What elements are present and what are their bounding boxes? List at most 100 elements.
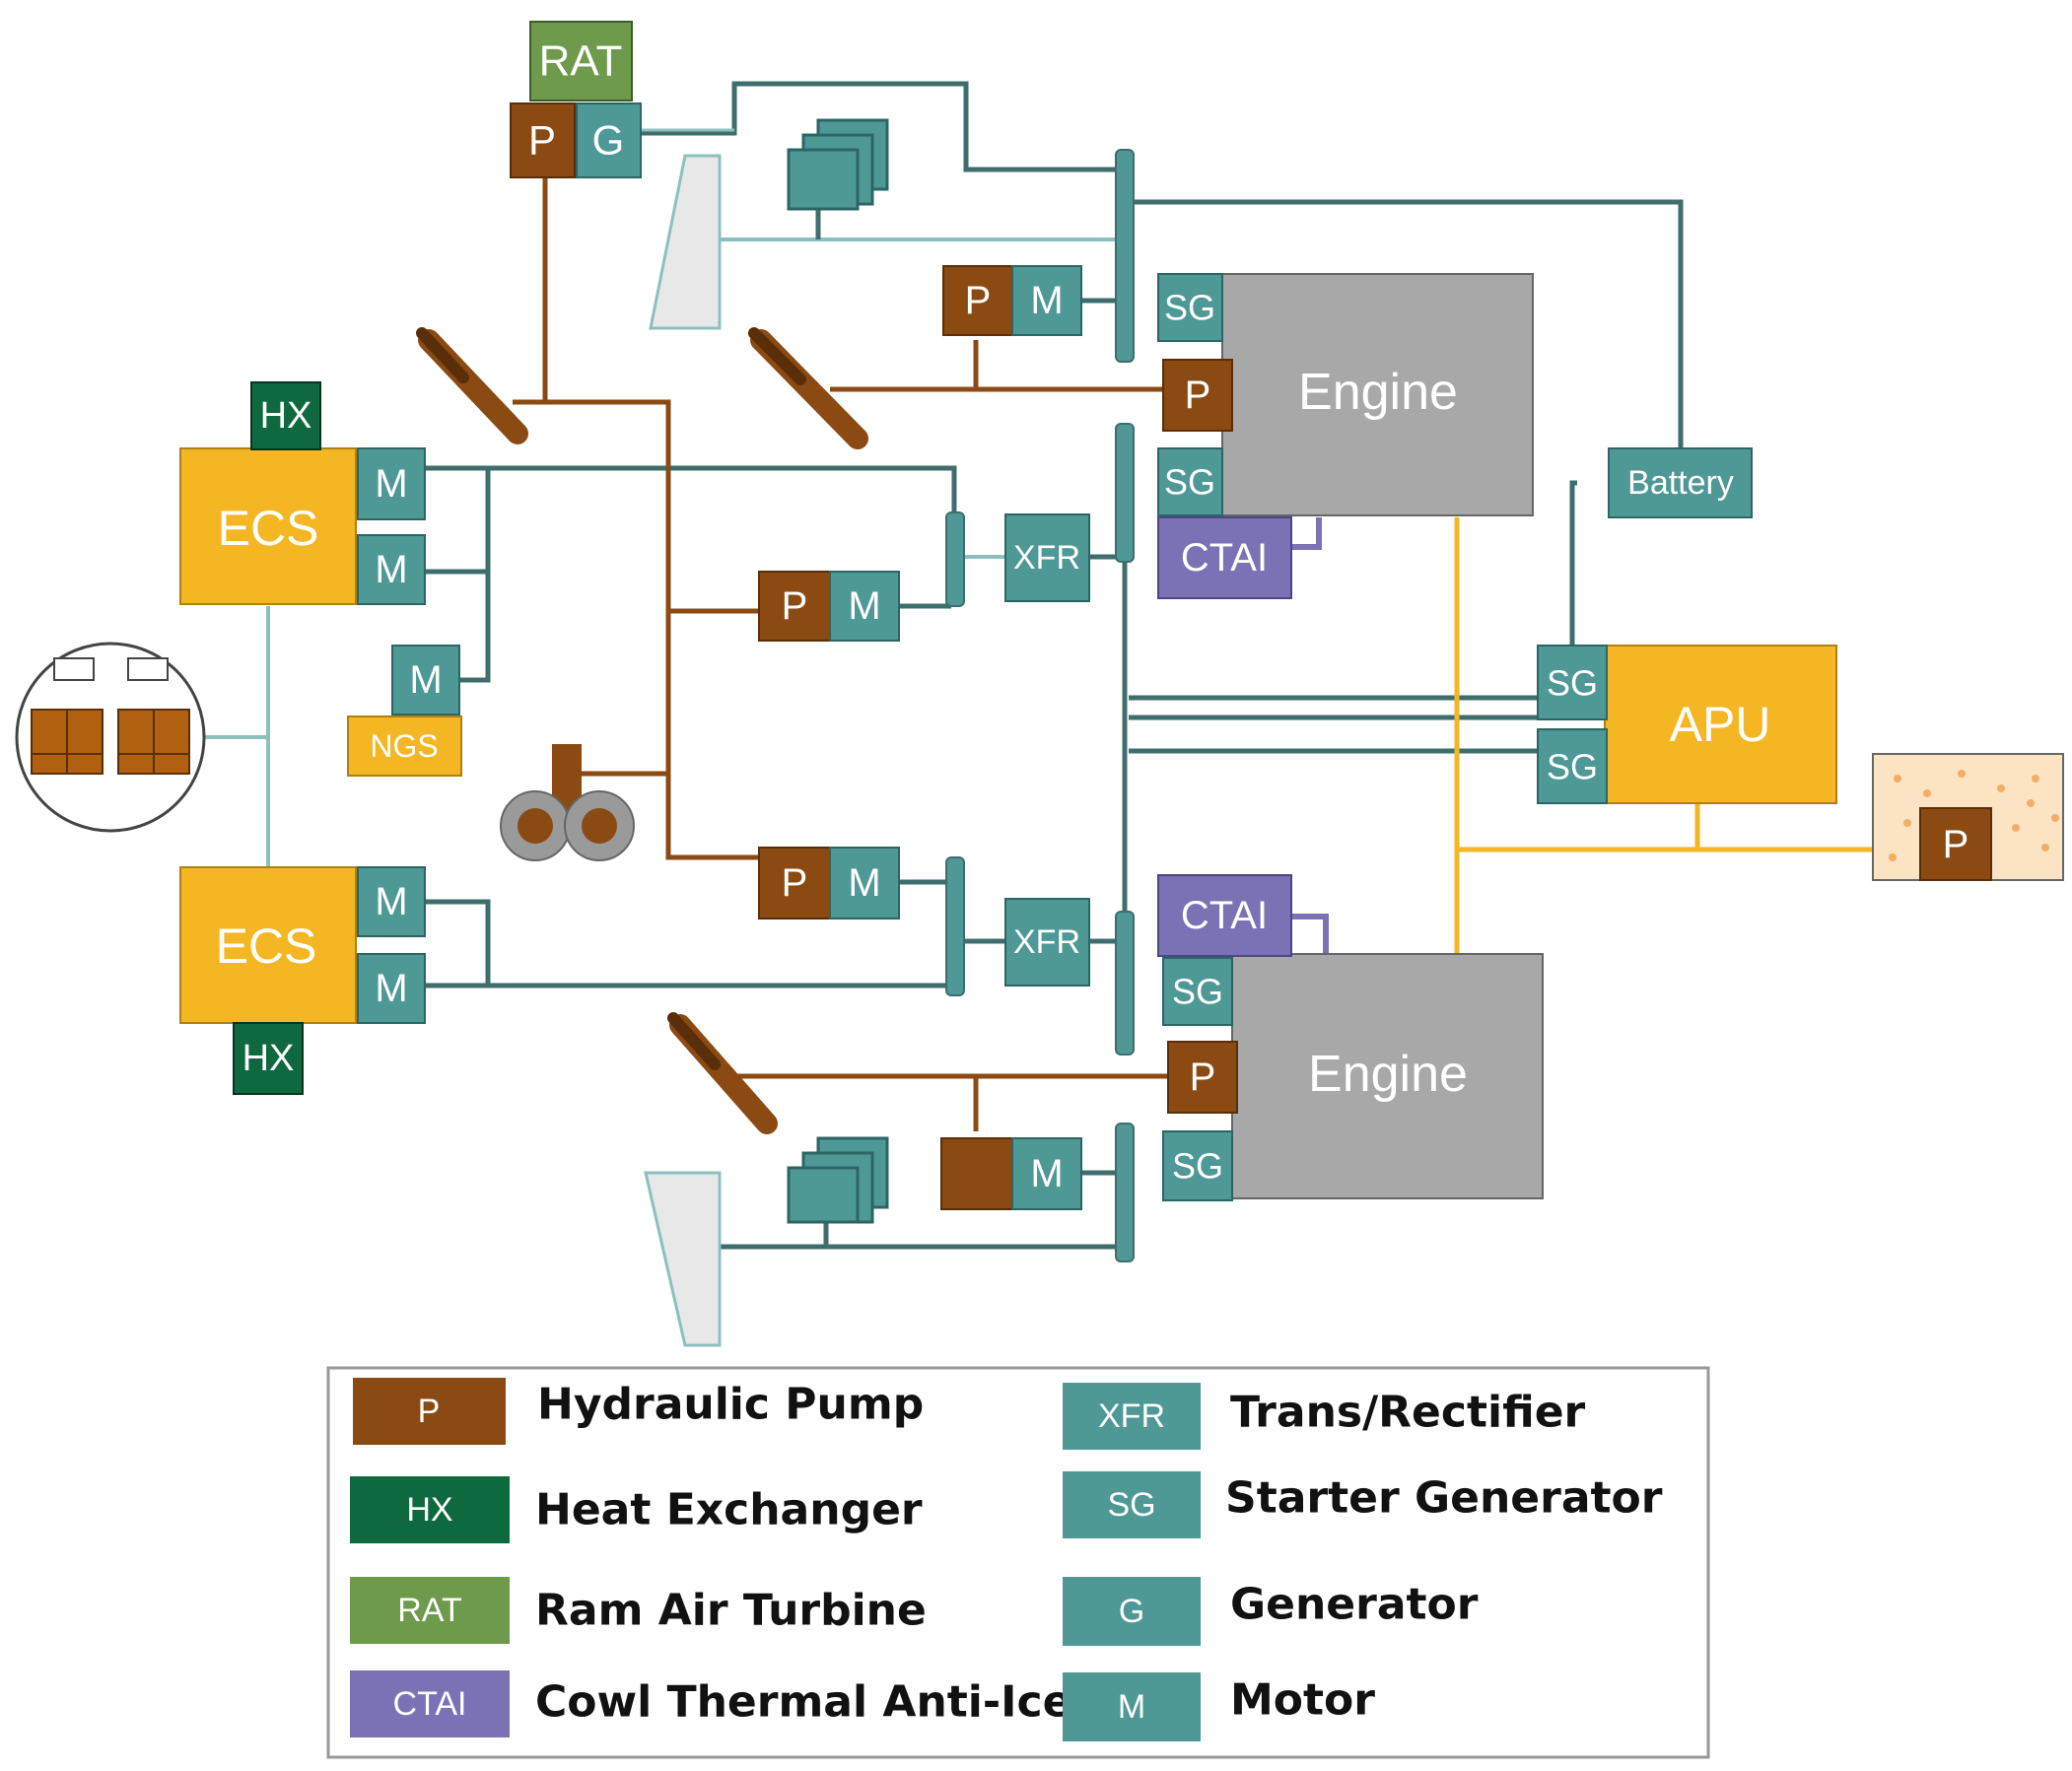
pump-motor-center-lower: P M bbox=[758, 847, 900, 920]
lower-bus-1 bbox=[1115, 911, 1135, 1056]
motor-label: M bbox=[375, 967, 407, 1010]
pump-motor-lower: M bbox=[940, 1137, 1082, 1210]
hx-upper-label: HX bbox=[260, 395, 312, 437]
pump-motor-center-upper: P M bbox=[758, 571, 900, 642]
ctai-label: CTAI bbox=[1181, 894, 1268, 937]
legend-code: G bbox=[1119, 1593, 1144, 1630]
apu-label: APU bbox=[1670, 697, 1771, 752]
control-surface-lower bbox=[644, 1171, 722, 1347]
legend-label: Ram Air Turbine bbox=[535, 1586, 927, 1636]
pump-label: P bbox=[782, 861, 808, 905]
legend-label: Generator bbox=[1230, 1580, 1479, 1630]
legend-code: SG bbox=[1107, 1486, 1155, 1524]
legend-code: P bbox=[418, 1393, 441, 1430]
lower-bus-2 bbox=[1115, 1123, 1135, 1262]
legend-item-rat: RAT Ram Air Turbine bbox=[350, 1577, 927, 1644]
engine-upper-pump: P bbox=[1162, 359, 1233, 432]
engine-upper-sg-2: SG bbox=[1157, 447, 1223, 516]
sg-label: SG bbox=[1547, 747, 1598, 787]
cabin-seats-icon bbox=[15, 642, 206, 833]
legend-label: Motor bbox=[1230, 1675, 1375, 1726]
engine-upper-sg-1: SG bbox=[1157, 273, 1223, 342]
pump-motor-upper-top: P M bbox=[942, 265, 1082, 336]
rat-generator-label: G bbox=[592, 117, 625, 164]
stacked-units-upper bbox=[787, 118, 889, 211]
legend-item-xfr: XFR Trans/Rectifier bbox=[1063, 1383, 1586, 1450]
ecs-lower: ECS bbox=[179, 866, 357, 1024]
transformer-rectifier-lower: XFR bbox=[1004, 898, 1090, 987]
ngs-label: NGS bbox=[370, 728, 438, 764]
engine-upper-ctai: CTAI bbox=[1157, 516, 1292, 599]
legend-label: Cowl Thermal Anti-Ice bbox=[535, 1677, 1071, 1728]
legend-label: Hydraulic Pump bbox=[537, 1380, 924, 1430]
pump-label: P bbox=[1190, 1056, 1216, 1099]
motor-label: M bbox=[848, 861, 880, 905]
actuator-upper-left bbox=[416, 327, 528, 444]
motor-label: M bbox=[375, 880, 407, 923]
rat-generator: G bbox=[576, 102, 642, 178]
legend-code: CTAI bbox=[393, 1685, 467, 1723]
legend-label: Heat Exchanger bbox=[535, 1485, 923, 1535]
motor-label: M bbox=[375, 548, 407, 591]
legend-code: M bbox=[1118, 1688, 1145, 1726]
motor-label: M bbox=[848, 584, 880, 628]
fuel-pump: P bbox=[1919, 807, 1992, 881]
legend-item-pump: P Hydraulic Pump bbox=[353, 1378, 924, 1445]
xfr-label: XFR bbox=[1013, 539, 1080, 577]
legend-item-ctai: CTAI Cowl Thermal Anti-Ice bbox=[350, 1670, 1071, 1737]
legend-code: RAT bbox=[397, 1592, 461, 1629]
sg-label: SG bbox=[1164, 288, 1215, 328]
transformer-rectifier-upper: XFR bbox=[1004, 513, 1090, 602]
legend-item-g: G Generator bbox=[1063, 1577, 1479, 1646]
left-bus-upper bbox=[945, 511, 965, 607]
pump-label: P bbox=[1185, 374, 1211, 417]
motor-label: M bbox=[1030, 279, 1063, 322]
motor-label: M bbox=[409, 658, 442, 702]
sg-label: SG bbox=[1172, 972, 1223, 1012]
engine-lower: Engine bbox=[1231, 953, 1544, 1199]
engine-lower-sg-2: SG bbox=[1162, 1130, 1233, 1201]
ngs-motor: M bbox=[391, 645, 460, 715]
ctai-label: CTAI bbox=[1181, 536, 1268, 579]
battery-label: Battery bbox=[1627, 464, 1734, 502]
ecs-lower-motor-1: M bbox=[357, 866, 426, 937]
apu-sg-1: SG bbox=[1537, 645, 1608, 720]
ecs-upper-motor-2: M bbox=[357, 534, 426, 605]
ctai-links bbox=[1289, 517, 1329, 954]
legend-code: XFR bbox=[1098, 1397, 1165, 1435]
heat-exchanger-lower: HX bbox=[233, 1022, 304, 1095]
legend-label: Starter Generator bbox=[1225, 1473, 1663, 1524]
rat-pump-label: P bbox=[528, 117, 556, 164]
sg-label: SG bbox=[1172, 1146, 1223, 1187]
ecs-upper: ECS bbox=[179, 447, 357, 605]
pump-label: P bbox=[782, 584, 808, 628]
pump-label: P bbox=[1943, 823, 1969, 866]
engine-upper: Engine bbox=[1221, 273, 1534, 516]
battery: Battery bbox=[1608, 447, 1753, 518]
motor-label: M bbox=[375, 462, 407, 506]
actuator-lower bbox=[667, 1012, 778, 1134]
ecs-lower-motor-2: M bbox=[357, 953, 426, 1024]
ecs-upper-motor-1: M bbox=[357, 447, 426, 520]
nitrogen-generation-system: NGS bbox=[347, 715, 462, 777]
legend: P Hydraulic Pump HX Heat Exchanger RAT R… bbox=[326, 1366, 1710, 1759]
legend-item-sg: SG Starter Generator bbox=[1063, 1471, 1663, 1538]
hydraulic-lines bbox=[513, 177, 1168, 1131]
motor-label: M bbox=[1030, 1152, 1063, 1195]
rat-pump: P bbox=[510, 102, 576, 178]
legend-code: HX bbox=[406, 1491, 452, 1529]
engine-lower-label: Engine bbox=[1308, 1046, 1468, 1103]
legend-label: Trans/Rectifier bbox=[1230, 1388, 1586, 1438]
sg-label: SG bbox=[1164, 462, 1215, 503]
ecs-upper-label: ECS bbox=[218, 501, 319, 556]
pump-label: P bbox=[965, 279, 992, 322]
electrical-buses bbox=[945, 149, 1135, 1262]
heat-exchanger-upper: HX bbox=[250, 381, 321, 450]
sg-label: SG bbox=[1547, 663, 1598, 704]
apu-sg-2: SG bbox=[1537, 728, 1608, 804]
legend-item-hx: HX Heat Exchanger bbox=[350, 1476, 923, 1543]
engine-lower-pump: P bbox=[1167, 1041, 1238, 1114]
landing-gear bbox=[500, 744, 635, 861]
ram-air-turbine: RAT bbox=[529, 21, 633, 102]
xfr-label: XFR bbox=[1013, 923, 1080, 961]
